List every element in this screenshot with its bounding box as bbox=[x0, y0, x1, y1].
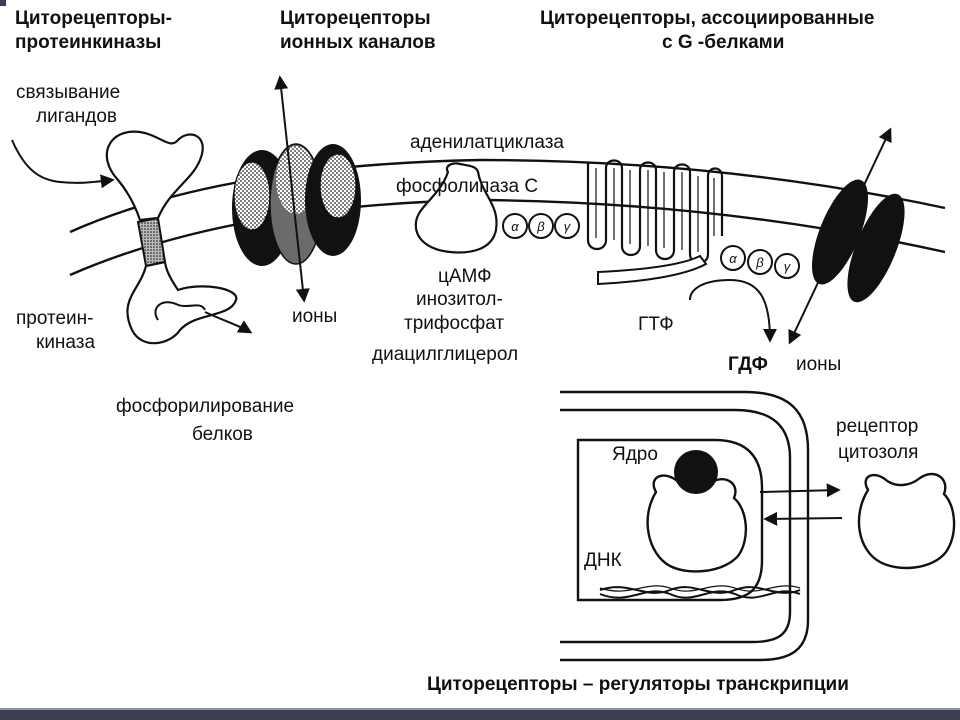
label-adenylate-cyclase: аденилатциклаза bbox=[410, 132, 564, 153]
svg-text:β: β bbox=[755, 255, 764, 270]
svg-text:с G -белками: с G -белками bbox=[662, 32, 784, 53]
corner-mark bbox=[0, 0, 6, 6]
svg-text:диацилглицерол: диацилглицерол bbox=[372, 344, 518, 365]
svg-text:лигандов: лигандов bbox=[36, 106, 117, 127]
svg-text:α: α bbox=[729, 251, 737, 266]
bottom-divider bbox=[0, 708, 960, 710]
g-protein-subunits-1: α β γ bbox=[502, 213, 580, 239]
header-transcription: Циторецепторы – регуляторы транскрипции bbox=[427, 674, 849, 695]
label-cytosol-receptor: рецептор цитозоля bbox=[836, 416, 918, 463]
label-phospholipase: фосфолипаза С bbox=[396, 176, 538, 197]
cell-outline bbox=[560, 390, 810, 662]
svg-text:цитозоля: цитозоля bbox=[838, 442, 918, 463]
header-protein-kinase: Циторецепторы- протеинкиназы bbox=[15, 8, 172, 53]
gpcr-seven-tm bbox=[586, 159, 724, 286]
effector-enzyme bbox=[414, 162, 498, 254]
label-ligand-binding: связывание лигандов bbox=[16, 82, 120, 127]
label-gdp: ГДФ bbox=[728, 354, 768, 375]
label-protein-kinase: протеин- киназа bbox=[16, 308, 95, 353]
header-g-protein: Циторецепторы, ассоциированные с G -белк… bbox=[540, 8, 874, 53]
svg-text:Циторецепторы-: Циторецепторы- bbox=[15, 8, 172, 29]
svg-text:γ: γ bbox=[784, 259, 792, 274]
svg-text:γ: γ bbox=[564, 219, 572, 234]
dna-helix bbox=[599, 585, 801, 599]
svg-text:трифосфат: трифосфат bbox=[404, 313, 504, 334]
svg-text:β: β bbox=[536, 219, 545, 234]
cytosol-receptor bbox=[857, 472, 956, 570]
header-ion-channels: Циторецепторы ионных каналов bbox=[280, 8, 436, 53]
svg-text:инозитол-: инозитол- bbox=[416, 289, 503, 310]
svg-text:связывание: связывание bbox=[16, 82, 120, 103]
label-ions-right: ионы bbox=[796, 354, 841, 375]
svg-text:фосфорилирование: фосфорилирование bbox=[116, 396, 294, 417]
nuclear-receptor bbox=[646, 450, 748, 573]
svg-text:протеинкиназы: протеинкиназы bbox=[15, 32, 161, 53]
svg-text:рецептор: рецептор bbox=[836, 416, 918, 437]
arrow-to-cytosol bbox=[759, 483, 841, 498]
g-protein-subunits-2: α β γ bbox=[689, 245, 800, 343]
g-gated-ion-channel bbox=[788, 127, 905, 345]
svg-text:Циторецепторы: Циторецепторы bbox=[280, 8, 431, 29]
svg-text:цАМФ: цАМФ bbox=[438, 266, 492, 287]
svg-text:белков: белков bbox=[192, 424, 253, 445]
label-nucleus: Ядро bbox=[612, 444, 658, 465]
svg-text:Циторецепторы, ассоциированные: Циторецепторы, ассоциированные bbox=[540, 8, 874, 29]
ion-channel-receptor bbox=[232, 75, 361, 303]
label-phosphorylation: фосфорилирование белков bbox=[116, 396, 294, 445]
svg-text:киназа: киназа bbox=[36, 332, 95, 353]
svg-text:α: α bbox=[511, 219, 519, 234]
svg-text:ионных каналов: ионных каналов bbox=[280, 32, 436, 53]
label-ions-left: ионы bbox=[292, 306, 337, 327]
protein-kinase-receptor bbox=[11, 130, 253, 345]
label-second-messengers: цАМФ инозитол- трифосфат диацилглицерол bbox=[372, 266, 518, 365]
label-dna: ДНК bbox=[584, 550, 622, 571]
label-gtp: ГТФ bbox=[638, 314, 674, 335]
bottom-bar bbox=[0, 710, 960, 720]
arrow-to-nucleus bbox=[763, 511, 843, 526]
svg-text:протеин-: протеин- bbox=[16, 308, 94, 329]
